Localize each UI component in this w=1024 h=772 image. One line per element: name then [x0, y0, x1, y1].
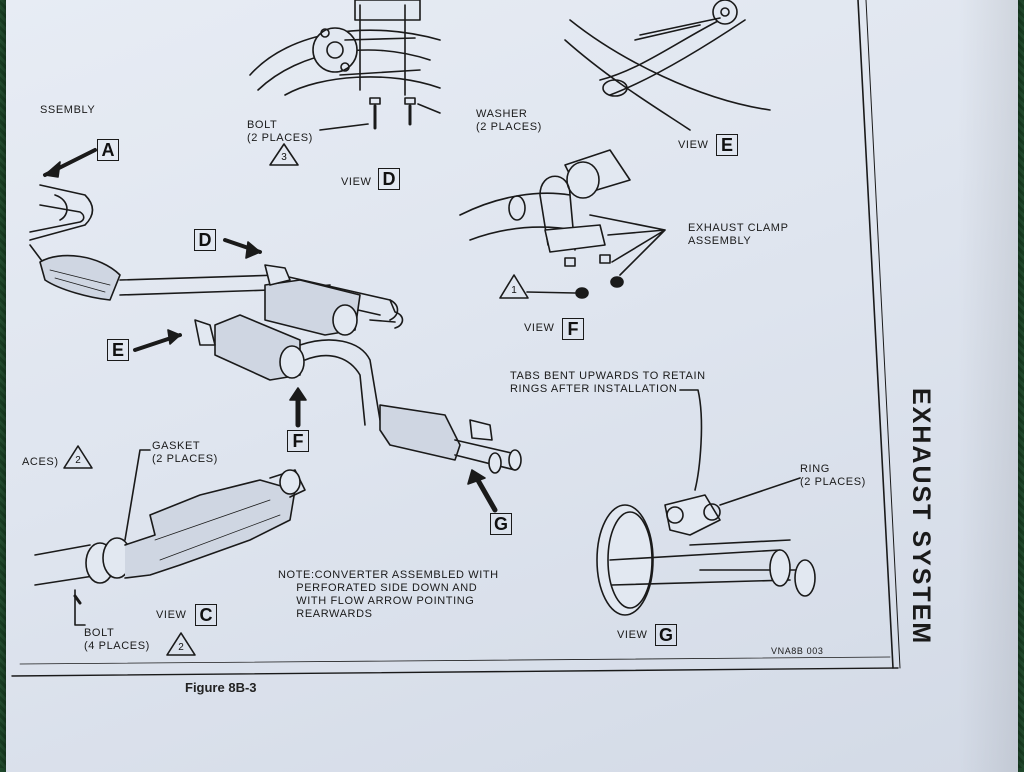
- label-view-d: VIEW: [341, 176, 372, 188]
- note-ref-2-bolt: 2: [178, 642, 184, 653]
- frame-line-inner: [865, 0, 901, 669]
- view-f-box: F: [562, 318, 584, 340]
- note-ref-3: 3: [281, 152, 287, 163]
- callout-d: D: [194, 229, 216, 251]
- label-bolt-view-d: BOLT (2 PLACES): [247, 119, 313, 144]
- main-exhaust-drawing: [29, 184, 522, 474]
- note-ref-2-gasket: 2: [75, 455, 81, 466]
- label-view-f: VIEW: [524, 322, 555, 334]
- view-d-drawing: [249, 0, 441, 131]
- frame-box-bottom: [19, 656, 891, 665]
- label-exhaust-clamp: EXHAUST CLAMP ASSEMBLY: [688, 222, 789, 247]
- label-tabs-note: TABS BENT UPWARDS TO RETAIN RINGS AFTER …: [510, 370, 706, 395]
- figure-caption: Figure 8B-3: [185, 680, 257, 695]
- label-places-partial: ACES): [22, 456, 59, 468]
- frame-line-outer: [857, 0, 894, 669]
- label-assembly: SSEMBLY: [40, 104, 96, 116]
- page-title: EXHAUST SYSTEM: [907, 388, 935, 646]
- label-view-g: VIEW: [617, 629, 648, 641]
- view-c-box: C: [195, 604, 217, 626]
- view-e-drawing: [564, 0, 771, 131]
- drawing-code: VNA8B 003: [771, 646, 824, 656]
- label-view-c: VIEW: [156, 609, 187, 621]
- label-view-e: VIEW: [678, 139, 709, 151]
- frame-bottom: [11, 667, 899, 677]
- view-g-box: G: [655, 624, 677, 646]
- callout-a: A: [97, 139, 119, 161]
- label-washer: WASHER (2 PLACES): [476, 108, 542, 133]
- note-ref-1: 1: [511, 285, 517, 296]
- callout-e: E: [107, 339, 129, 361]
- view-f-drawing: [459, 149, 666, 299]
- label-bolt-view-c: BOLT (4 PLACES): [84, 627, 150, 652]
- callout-g: G: [490, 513, 512, 535]
- callout-f: F: [287, 430, 309, 452]
- view-e-box: E: [716, 134, 738, 156]
- label-gasket: GASKET (2 PLACES): [152, 440, 218, 465]
- converter-note: NOTE:CONVERTER ASSEMBLED WITH PERFORATED…: [278, 569, 499, 620]
- view-c-drawing: [34, 449, 306, 626]
- view-d-box: D: [378, 168, 400, 190]
- view-g-drawing: [596, 389, 816, 616]
- label-ring: RING (2 PLACES): [800, 463, 866, 488]
